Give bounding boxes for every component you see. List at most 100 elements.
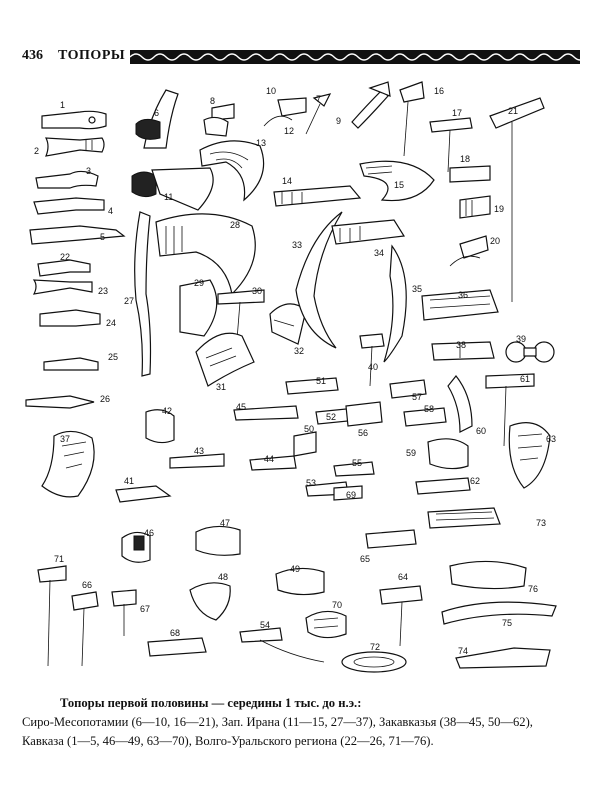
decorated-axe-15 [359, 160, 435, 202]
decorated-axe-36 [421, 289, 499, 321]
fig-label: 57 [412, 392, 422, 402]
decorated-axe-14 [273, 185, 362, 207]
fig-label: 17 [452, 108, 462, 118]
axe-49 [275, 567, 325, 596]
page-header: 436 ТОПОРЫ [22, 44, 580, 68]
fig-label: 44 [264, 454, 274, 464]
axe-29 [179, 279, 218, 337]
axe-head-3 [35, 170, 99, 189]
axe-42 [145, 409, 175, 444]
fig-label: 31 [216, 382, 226, 392]
fig-label: 25 [108, 352, 118, 362]
axe-55 [333, 461, 375, 477]
header-ornament [130, 50, 580, 64]
crescent-pick-35 [383, 244, 407, 363]
fig-label: 47 [220, 518, 230, 528]
fig-label: 56 [358, 428, 368, 438]
fig-label: 72 [370, 642, 380, 652]
axe-17 [429, 117, 473, 173]
axe-47 [195, 525, 241, 556]
axe-head-24 [39, 309, 101, 327]
fig-label: 50 [304, 424, 314, 434]
fig-label: 63 [546, 434, 556, 444]
axe-57 [389, 379, 427, 399]
fig-label: 16 [434, 86, 444, 96]
axe-74 [455, 647, 551, 669]
fig-label: 37 [60, 434, 70, 444]
fig-label: 29 [194, 278, 204, 288]
tall-axe-27 [134, 211, 152, 377]
axe-43 [169, 453, 225, 469]
fig-label: 30 [252, 286, 262, 296]
decorated-axe-63 [508, 422, 551, 489]
fig-label: 34 [374, 248, 384, 258]
fig-label: 49 [290, 564, 300, 574]
fig-label: 41 [124, 476, 134, 486]
decorated-axe-12-13 [199, 140, 265, 202]
axe-45 [233, 405, 299, 421]
axe-19 [459, 195, 491, 219]
axe-67 [111, 589, 137, 636]
axe-48 [189, 582, 231, 621]
fig-label: 14 [282, 176, 292, 186]
hand-with-axe-7 [305, 93, 332, 135]
fig-label: 21 [508, 106, 518, 116]
axe-18 [449, 165, 491, 183]
fig-label: 54 [260, 620, 270, 630]
page-number: 436 [22, 48, 43, 63]
fig-label: 55 [352, 458, 362, 468]
axe-head-25 [43, 357, 99, 371]
fig-label: 58 [424, 404, 434, 414]
hand-with-axe-10 [263, 97, 307, 127]
fig-label: 66 [82, 580, 92, 590]
fig-label: 60 [476, 426, 486, 436]
fig-label: 11 [164, 192, 173, 202]
running-title: ТОПОРЫ [58, 48, 126, 63]
fig-label: 74 [458, 646, 468, 656]
fig-label: 27 [124, 296, 134, 306]
fig-label: 48 [218, 572, 228, 582]
axe-64 [379, 585, 423, 647]
axes-plate-illustration: 1 2 3 4 5 6 8 10 7 9 16 17 21 12 13 11 1… [25, 81, 557, 673]
axe-head-22 [37, 259, 91, 277]
fig-label: 2 [34, 146, 39, 156]
fig-label: 52 [326, 412, 336, 422]
fig-label: 8 [210, 96, 215, 106]
axe-51 [285, 377, 339, 395]
hand-with-axe-20 [449, 235, 489, 267]
fig-label: 64 [398, 572, 408, 582]
fig-label: 51 [316, 376, 326, 386]
fig-label: 33 [292, 240, 302, 250]
axe-31 [195, 332, 255, 387]
axe-65 [365, 529, 417, 549]
axe-72 [341, 651, 407, 673]
fig-label: 4 [108, 206, 113, 216]
caption-line: Сиро-Месопотамии (6—10, 16—21), Зап. Ира… [22, 715, 533, 729]
crescent-pick-33 [295, 211, 343, 349]
fig-label: 40 [368, 362, 378, 372]
figure-caption: Топоры первой половины — середины 1 тыс.… [22, 694, 582, 751]
double-axe-39 [505, 341, 555, 363]
axe-56 [345, 401, 383, 427]
hand-with-axe-11 [131, 167, 214, 211]
fig-label: 6 [154, 108, 159, 118]
fig-label: 12 [284, 126, 294, 136]
axe-76 [449, 560, 527, 590]
axe-54 [239, 627, 325, 663]
axe-60 [447, 375, 473, 433]
fig-label: 62 [470, 476, 480, 486]
fig-label: 26 [100, 394, 110, 404]
hammer-40 [359, 333, 385, 387]
caption-line: Кавказа (1—5, 46—49, 63—70), Волго-Ураль… [22, 734, 434, 748]
fig-label: 24 [106, 318, 116, 328]
fig-label: 35 [412, 284, 422, 294]
fig-label: 13 [256, 138, 266, 148]
axe-68 [147, 637, 207, 657]
fig-label: 68 [170, 628, 180, 638]
fig-label: 7 [316, 94, 321, 104]
figure-labels: 1 2 3 4 5 6 8 10 7 9 16 17 21 12 13 11 1… [34, 86, 556, 656]
axe-66 [71, 591, 99, 667]
axe-46 [121, 531, 151, 563]
fig-label: 18 [460, 154, 470, 164]
fig-label: 75 [502, 618, 512, 628]
